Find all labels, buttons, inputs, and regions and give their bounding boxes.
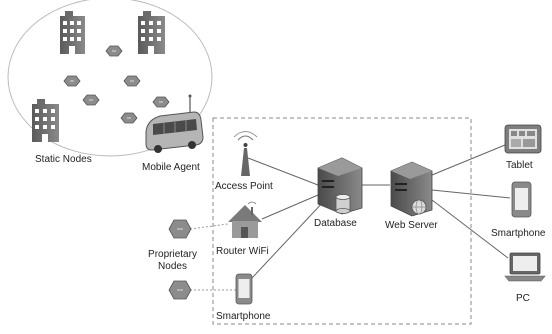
router-wifi-label: Router WiFi: [216, 246, 269, 257]
laptop-icon: [504, 252, 546, 282]
database-label: Database: [314, 218, 357, 229]
building-icon: [138, 11, 165, 54]
tablet-label: Tablet: [506, 160, 533, 171]
link-ws-tablet: [431, 144, 506, 176]
access-point-label: Access Point: [215, 181, 273, 192]
static-nodes-label: Static Nodes: [35, 154, 92, 165]
mobile-agent-label: Mobile Agent: [142, 162, 200, 173]
database-icon: [335, 194, 351, 214]
antenna-icon: [233, 131, 258, 176]
sensor-node-icon: [168, 219, 192, 239]
smartphone-right-label: Smartphone: [491, 228, 546, 239]
link-phone-db: [251, 199, 326, 279]
smartphone-icon: [511, 181, 532, 218]
proprietary-nodes-label: Proprietary Nodes: [145, 249, 200, 273]
smartphone-left-label: Smartphone: [216, 311, 271, 322]
link-ws-pc: [431, 199, 509, 259]
link-ap-db: [247, 157, 319, 186]
sensor-node-icon: [168, 280, 192, 300]
globe-icon: [411, 199, 427, 215]
server-icon: [317, 157, 363, 215]
building-icon: [32, 99, 59, 142]
bus-icon: [145, 94, 204, 153]
house-router-icon: [228, 201, 262, 238]
proprietary-nodes-line2: Nodes: [158, 261, 187, 272]
pc-label: PC: [516, 293, 530, 304]
link-router-db: [261, 194, 319, 220]
connections: [247, 144, 511, 279]
link-ws-smartphone: [431, 189, 511, 199]
smartphone-icon: [235, 273, 253, 305]
tablet-icon: [504, 124, 542, 154]
system-boundary: [212, 117, 472, 325]
building-icon: [60, 11, 85, 54]
proprietary-nodes-line1: Proprietary: [148, 249, 197, 260]
web-server-label: Web Server: [385, 220, 438, 231]
